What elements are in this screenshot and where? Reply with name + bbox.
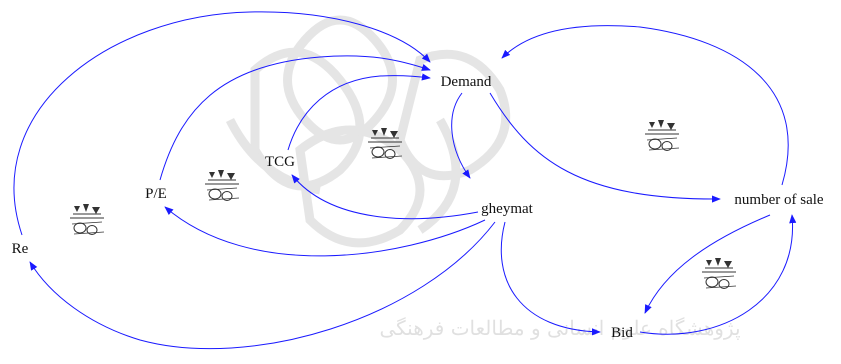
node-pe: P/E <box>145 186 167 202</box>
node-demand: Demand <box>441 74 492 90</box>
node-re: Re <box>12 241 29 257</box>
edge-gheymat-to-pe <box>164 206 486 257</box>
loop-icon <box>701 257 737 289</box>
edge-sale-to-bid <box>644 214 771 314</box>
watermark-emblem <box>225 15 511 248</box>
watermark-text: پژوهشگاه علوم انسانی و مطالعات فرهنگی <box>379 316 740 340</box>
loop-icon <box>204 169 240 201</box>
edge-demand-to-gheymat <box>451 92 471 179</box>
loop-icon <box>644 119 680 151</box>
edge-demand-to-sale <box>489 92 721 203</box>
edge-gheymat-to-tcg <box>291 174 479 220</box>
watermark: پژوهشگاه علوم انسانی و مطالعات فرهنگی <box>225 15 741 340</box>
node-tcg: TCG <box>265 154 295 170</box>
node-gheymat: gheymat <box>481 201 533 217</box>
edge-tcg-to-demand <box>287 73 431 151</box>
edge-sale-to-demand <box>501 25 789 186</box>
edge-gheymat-to-re <box>29 221 496 350</box>
nodes: Demand gheymat TCG P/E Re number of sale… <box>12 74 824 341</box>
edges <box>13 11 797 350</box>
edge-pe-to-demand <box>159 55 431 181</box>
loop-icon <box>69 203 105 235</box>
edge-gheymat-to-bid <box>500 221 601 336</box>
edge-bid-to-sale <box>639 214 797 335</box>
edge-re-to-demand <box>13 11 431 236</box>
node-bid: Bid <box>611 325 633 341</box>
node-number-of-sale: number of sale <box>734 192 823 208</box>
